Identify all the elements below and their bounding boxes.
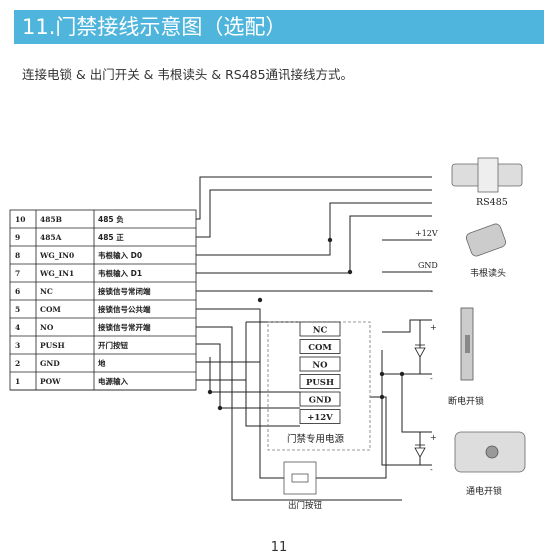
- lock-fail-safe-label: 通电开锁: [466, 485, 502, 497]
- junction-dot: [399, 371, 405, 377]
- table-cell-desc: 接锁信号公共端: [98, 304, 151, 314]
- power-supply-terminal-label: PUSH: [306, 378, 334, 388]
- junction-dot: [207, 389, 213, 395]
- table-cell-desc: 韦根输入 D0: [98, 250, 142, 260]
- header-bar: [14, 10, 544, 44]
- lock1-plus: +: [430, 323, 437, 332]
- page-title: 11.门禁接线示意图（选配）: [22, 15, 287, 39]
- diode-icon: [414, 447, 426, 458]
- wire-pow-row: [196, 379, 300, 427]
- wire-lock2-minus: [381, 350, 432, 466]
- table-cell-pin: NC: [40, 287, 53, 296]
- power-supply-terminal: [299, 339, 341, 354]
- power-supply-terminal: [299, 409, 341, 424]
- table-cell-num: 7: [15, 269, 20, 278]
- table-cell-desc: 韦根输入 D1: [98, 268, 142, 278]
- card-reader-label: 韦根读头: [470, 267, 506, 279]
- table-cell-pin: WG_IN1: [39, 269, 74, 278]
- table-cell-desc: 开门按钮: [98, 340, 128, 350]
- diode-icon: [414, 347, 426, 358]
- lock2-minus: -: [430, 465, 433, 474]
- terminal-rows: 10 485B 485 负 9 485A 485 正 8 WG_IN0 韦根输入 D0 7 WG_I…: [10, 210, 196, 391]
- table-cell-desc: 地: [98, 358, 106, 368]
- wire-485a: [196, 189, 432, 238]
- junction-dot: [379, 371, 385, 377]
- table-cell-pin: WG_IN0: [39, 251, 74, 260]
- table-cell-num: 3: [15, 341, 20, 350]
- page-number: 11: [270, 540, 288, 555]
- lock1-minus: -: [430, 374, 433, 383]
- table-cell-desc: 接锁信号常开端: [98, 322, 151, 332]
- exit-button-label: 出门按钮: [288, 500, 323, 511]
- page-subtitle: 连接电锁 & 出门开关 & 韦根读头 & RS485通讯接线方式。: [22, 67, 354, 82]
- power-supply-terminals: NC COM NO PUSH GND +12V: [299, 321, 341, 424]
- table-cell-num: 1: [15, 377, 20, 386]
- table-cell-pin: 485B: [40, 215, 62, 224]
- power-supply-terminal-label: NC: [313, 326, 328, 336]
- power-supply-terminal-label: NO: [312, 361, 328, 371]
- table-cell-num: 2: [15, 359, 20, 368]
- junction-dot: [347, 269, 353, 275]
- power-supply-terminal: [299, 321, 341, 337]
- rs485-label: RS485: [476, 197, 508, 208]
- label-plus12v: +12V: [415, 229, 438, 238]
- table-cell-desc: 电源输入: [98, 376, 128, 386]
- wire-no-row: [196, 326, 402, 501]
- table-cell-num: 6: [15, 287, 20, 296]
- wire-485b: [196, 176, 432, 220]
- table-cell-num: 4: [15, 323, 20, 332]
- wire-wg1: [196, 215, 432, 274]
- wire-lock2-plus: [401, 374, 432, 433]
- junction-dot: [379, 394, 385, 400]
- lock2-plus: +: [430, 433, 437, 442]
- wire-lock1-plus: [382, 319, 432, 333]
- wire-nc-row: [196, 290, 433, 292]
- power-supply-terminal-label: +12V: [307, 413, 333, 423]
- table-cell-desc: 485 负: [98, 214, 124, 224]
- card-reader-icon: [465, 223, 507, 257]
- power-supply-terminal: [299, 391, 341, 407]
- rs485-connector-icon: [451, 157, 523, 193]
- table-cell-num: 10: [15, 215, 25, 224]
- junction-dot: [217, 405, 223, 411]
- junction-dot: [257, 297, 263, 303]
- table-cell-desc: 485 正: [98, 233, 124, 242]
- junction-dot: [327, 237, 333, 243]
- power-supply-terminal: [299, 374, 341, 389]
- table-cell-pin: NO: [40, 323, 54, 332]
- power-supply-terminal-label: COM: [308, 343, 332, 353]
- lock-fail-secure-icon: [460, 307, 474, 381]
- power-supply-terminal-label: GND: [309, 396, 332, 406]
- table-cell-pin: COM: [40, 305, 61, 314]
- table-cell-num: 5: [15, 305, 20, 314]
- table-cell-pin: POW: [40, 377, 61, 386]
- power-supply-terminal: [299, 356, 341, 372]
- exit-button-icon: [283, 461, 317, 495]
- label-gnd: GND: [418, 261, 438, 270]
- table-cell-num: 9: [15, 233, 20, 242]
- wire-push-row: [196, 343, 300, 409]
- power-supply-label: 门禁专用电源: [287, 433, 345, 445]
- lock-fail-safe-icon: [454, 431, 526, 473]
- table-cell-pin: PUSH: [40, 341, 65, 350]
- wires: [196, 176, 433, 501]
- wire-wg0: [196, 202, 432, 256]
- table-cell-pin: 485A: [40, 233, 62, 242]
- junction-dots: [207, 237, 405, 411]
- table-cell-num: 8: [15, 251, 20, 260]
- wire-com-row: [196, 308, 387, 479]
- table-cell-desc: 接锁信号常闭端: [98, 286, 151, 296]
- lock-fail-secure-label: 断电开锁: [448, 395, 484, 407]
- table-cell-pin: GND: [40, 359, 60, 368]
